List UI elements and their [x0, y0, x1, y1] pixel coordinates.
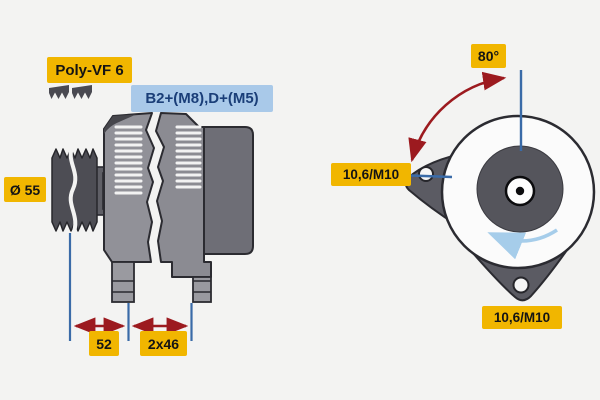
mounting-foot-left	[111, 261, 135, 303]
housing-rear-half	[155, 112, 212, 278]
housing-top-edge-shade	[104, 114, 136, 134]
cooling-slots-front	[114, 125, 143, 195]
rear-cover-block	[202, 126, 254, 255]
dimension-lines	[68, 233, 193, 341]
dimension-52-label: 52	[89, 331, 119, 356]
mounting-hole-upper-left	[418, 166, 434, 182]
pulley-diameter-label: Ø 55	[4, 177, 46, 202]
belt-profile-icon	[72, 85, 92, 99]
belt-type-label: Poly-VF 6	[47, 57, 132, 83]
angle-arc-double-arrow-icon	[408, 71, 507, 163]
mounting-angle-label: 80°	[471, 44, 506, 68]
alternator-rear-view	[396, 70, 596, 302]
counterclockwise-rotation-arrow-icon	[487, 228, 558, 260]
dimension-extension-lines	[68, 233, 193, 341]
pulley-break-line	[68, 143, 78, 237]
mounting-hole-bottom	[512, 276, 530, 294]
mounting-hole-lower-label: 10,6/M10	[482, 306, 562, 329]
alternator-side-view	[51, 112, 254, 303]
dimension-2x46-label: 2x46	[140, 331, 187, 356]
belt-profile-icon	[49, 85, 69, 99]
mounting-hole-upper-label: 10,6/M10	[331, 163, 411, 186]
foot-bushing-lines	[112, 280, 211, 293]
terminal-designation-label: B2+(M8),D+(M5)	[131, 85, 273, 112]
mounting-foot-right	[192, 276, 212, 303]
cooling-slots-rear	[175, 125, 202, 189]
shaft-center-dot	[515, 186, 525, 196]
